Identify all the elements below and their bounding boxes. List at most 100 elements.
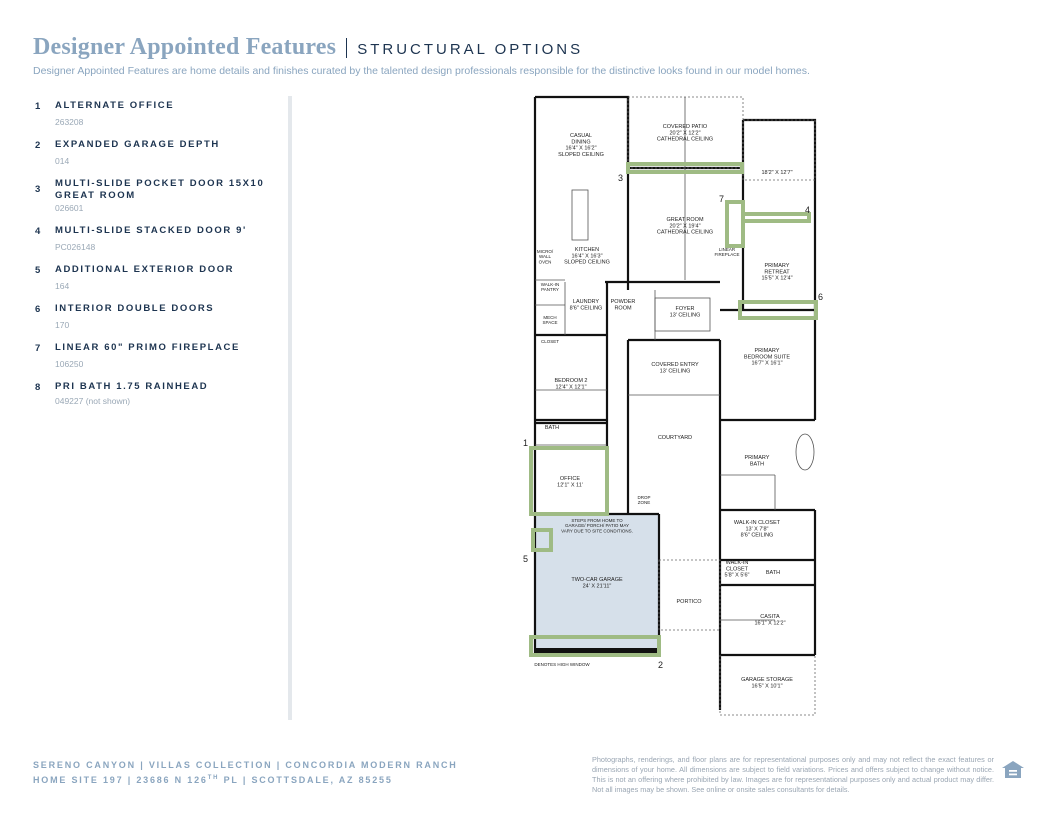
section-title: STRUCTURAL OPTIONS bbox=[357, 41, 584, 58]
feature-code: 014 bbox=[55, 156, 70, 166]
label-laundry-text: LAUNDRY bbox=[573, 299, 600, 305]
feature-code: 106250 bbox=[55, 359, 84, 369]
feature-name: LINEAR 60" PRIMO FIREPLACE bbox=[55, 342, 240, 353]
label-primary-retreat-text-line: RETREAT bbox=[764, 269, 790, 275]
label-covered-patio-text-line: 20'2" X 12'2" bbox=[669, 130, 700, 136]
label-casita-text: CASITA bbox=[760, 614, 780, 620]
label-kitchen-text: KITCHEN bbox=[575, 247, 599, 253]
label-garage-storage-text-line: 16'5" X 10'1" bbox=[751, 683, 782, 689]
patio-outline bbox=[627, 96, 816, 716]
feature-name: ADDITIONAL EXTERIOR DOOR bbox=[55, 264, 235, 275]
highlight-stacked-door bbox=[741, 212, 811, 223]
highlight-fireplace bbox=[725, 200, 745, 248]
highlight-pocket-door bbox=[626, 162, 744, 174]
label-garage-text: TWO-CAR GARAGE bbox=[571, 577, 623, 583]
label-courtyard-text: COURTYARD bbox=[658, 435, 692, 441]
label-walkin-closet2-text-line: CLOSET bbox=[726, 566, 749, 572]
title-separator bbox=[346, 37, 348, 58]
label-walkin-closet-text: WALK-IN CLOSET bbox=[734, 520, 781, 526]
footer-line-2: HOME SITE 197 | 23686 N 126TH PL | SCOTT… bbox=[33, 775, 458, 785]
label-portico: PORTICO bbox=[677, 599, 703, 605]
label-mech-space-text: MECH bbox=[543, 315, 556, 320]
highlight-office bbox=[529, 446, 609, 516]
label-bedroom2-text-line: 12'4" X 12'1" bbox=[555, 384, 586, 390]
label-high-window: DENOTES HIGH WINDOW bbox=[534, 662, 590, 667]
label-linear-fireplace-text-line: FIREPLACE bbox=[714, 252, 739, 257]
label-portico-text: PORTICO bbox=[677, 599, 703, 605]
label-casual-dining-text-line: SLOPED CEILING bbox=[558, 152, 604, 158]
feature-code: 170 bbox=[55, 320, 70, 330]
label-walkin-pantry-text: WALK-IN bbox=[541, 282, 560, 287]
feature-item: 3 MULTI-SLIDE POCKET DOOR 15X10 GREAT RO… bbox=[35, 178, 275, 213]
label-covered-entry-text-line: 13' CEILING bbox=[660, 368, 691, 374]
label-closet: CLOSET bbox=[541, 339, 559, 344]
feature-code: PC026148 bbox=[55, 242, 96, 252]
label-office-text-line: 12'1" X 11' bbox=[557, 482, 583, 488]
label-steps-note-text-line: GARAGE/ PORCH/ PATIO MAY bbox=[565, 523, 629, 528]
label-walkin-pantry-text-line: PANTRY bbox=[541, 287, 559, 292]
footer-disclaimer: Photographs, renderings, and floor plans… bbox=[592, 755, 994, 794]
label-primary-suite-text: PRIMARY bbox=[755, 348, 780, 354]
label-garage-text-line: 24' X 21'11" bbox=[583, 583, 612, 589]
footer-address-prefix: HOME SITE 197 | 23686 N 126 bbox=[33, 775, 208, 785]
label-walkin-closet-text-line: 13' X 7'8" bbox=[745, 526, 768, 532]
label-great-room-text-line: CATHEDRAL CEILING bbox=[657, 230, 713, 236]
feature-code: 263208 bbox=[55, 117, 84, 127]
label-great-room-text-line: 20'2" X 19'4" bbox=[669, 223, 700, 229]
footer-community: SERENO CANYON | VILLAS COLLECTION | CONC… bbox=[33, 760, 458, 790]
feature-code: 164 bbox=[55, 281, 70, 291]
equal-housing-icon bbox=[1001, 760, 1025, 782]
vertical-divider bbox=[288, 96, 292, 720]
label-linear-fireplace-text: LINEAR bbox=[719, 247, 736, 252]
feature-number: 6 bbox=[35, 304, 42, 315]
marker-2: 2 bbox=[658, 660, 663, 670]
label-high-window-text: DENOTES HIGH WINDOW bbox=[534, 662, 590, 667]
highlight-garage-depth bbox=[529, 635, 661, 657]
plan-interior-lines bbox=[535, 97, 815, 621]
marker-7: 7 bbox=[719, 194, 724, 204]
equal-housing-icon-graphic bbox=[1002, 761, 1024, 778]
label-bedroom2-text: BEDROOM 2 bbox=[554, 378, 587, 384]
label-walkin-closet2-text: WALK-IN bbox=[726, 560, 749, 566]
label-bath2: BATH bbox=[766, 570, 780, 576]
label-laundry-text-line: 8'6" CEILING bbox=[570, 305, 603, 311]
highlight-double-doors bbox=[738, 300, 818, 320]
label-foyer-text: FOYER bbox=[676, 306, 695, 312]
label-office-text: OFFICE bbox=[560, 476, 580, 482]
title-row: Designer Appointed Features STRUCTURAL O… bbox=[33, 34, 1033, 61]
footer-line-1: SERENO CANYON | VILLAS COLLECTION | CONC… bbox=[33, 760, 458, 770]
feature-item: 4 MULTI-SLIDE STACKED DOOR 9'PC026148 bbox=[35, 225, 275, 252]
label-micro-wall-oven-text: MICRO/ bbox=[537, 249, 554, 254]
label-closet-text: CLOSET bbox=[541, 339, 559, 344]
label-steps-note-text-line: VARY DUE TO SITE CONDITIONS. bbox=[561, 528, 633, 533]
feature-name: MULTI-SLIDE POCKET DOOR 15X10 GREAT ROOM bbox=[55, 178, 265, 201]
label-kitchen-text-line: 16'4" X 16'3" bbox=[571, 253, 602, 259]
label-primary-bath-text-line: BATH bbox=[750, 461, 764, 467]
label-bath: BATH bbox=[545, 425, 559, 431]
label-primary-suite-text-line: BEDROOM SUITE bbox=[744, 354, 790, 360]
label-covered-patio-text: COVERED PATIO bbox=[663, 124, 708, 130]
label-powder-text: POWDER bbox=[611, 299, 636, 305]
